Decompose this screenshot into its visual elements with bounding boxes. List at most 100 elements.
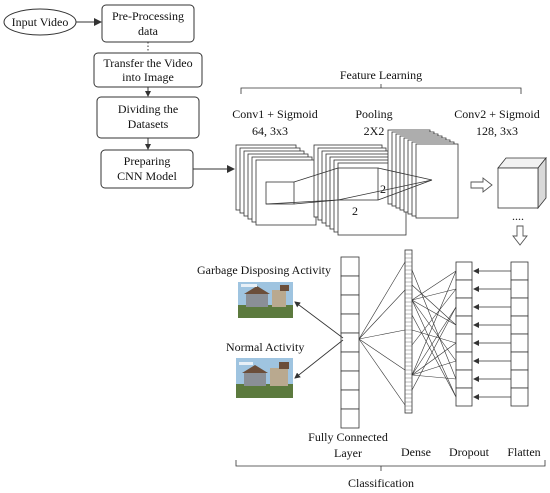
flatten-neuron [510, 351, 529, 371]
fc-neuron [340, 389, 360, 410]
conv1-feature-map [255, 159, 317, 226]
fc-to-normal-arrow [294, 339, 344, 379]
proj-line-3 [265, 199, 339, 205]
fc-neuron [340, 294, 360, 315]
step-label-dividing-1: Dividing the [118, 102, 178, 116]
step-label-preprocessing-1: Pre-Processing [112, 9, 184, 23]
dense-to-fc-line [358, 329, 406, 340]
pooling-feature-maps [313, 144, 407, 236]
block-arrow-right [470, 177, 493, 193]
conv2-feature-maps [387, 129, 459, 219]
dropout-to-dense-line [411, 288, 457, 346]
conv1-feature-maps [235, 144, 317, 226]
fc-label-2: Layer [334, 446, 362, 460]
proj-line-5 [377, 179, 433, 201]
flatten-neuron [510, 387, 529, 407]
dense-to-fc-line [358, 261, 406, 340]
dropout-to-dense-line [411, 299, 457, 362]
fc-label-1: Fully Connected [308, 430, 388, 444]
flatten-neuron [510, 297, 529, 317]
dropout-neuron [455, 279, 473, 299]
dropout-to-dense-line [411, 342, 457, 376]
classification-title: Classification [348, 476, 414, 490]
flatten-neuron [510, 261, 529, 281]
flatten-label: Flatten [507, 445, 540, 459]
dropout-neuron [455, 369, 473, 389]
garbage-activity-photo [238, 282, 293, 318]
dropout-to-dense-line [411, 284, 457, 326]
dropout-neuron [455, 387, 473, 407]
dropout-label: Dropout [449, 445, 490, 459]
dense-layer-column [404, 249, 413, 414]
flatten-neuron [510, 333, 529, 353]
flatten-neuron [510, 369, 529, 389]
fc-to-garbage-arrow [294, 301, 344, 339]
fc-neuron [340, 313, 360, 334]
dropout-neuron [455, 333, 473, 353]
fc-neuron [340, 351, 360, 372]
output-label-garbage: Garbage Disposing Activity [197, 263, 331, 277]
conv2-feature-map [415, 143, 459, 219]
step-label-transfer-2: into Image [122, 70, 174, 84]
flatten-neuron [510, 279, 529, 299]
dim-label-a: 2 [380, 182, 386, 196]
proj-line-1 [293, 167, 339, 183]
step-label-preparing-1: Preparing [124, 154, 171, 168]
dropout-neuron [455, 297, 473, 317]
conv2-label: Conv2 + Sigmoid [454, 107, 539, 121]
dropout-neuron [455, 261, 473, 281]
proj-line-6 [337, 179, 433, 201]
cube-ellipsis: .... [512, 209, 524, 223]
fc-neuron [340, 332, 360, 353]
dropout-neuron [455, 315, 473, 335]
feature-learning-title: Feature Learning [340, 68, 422, 82]
dropout-neuron [455, 351, 473, 371]
dropout-to-dense-line [411, 288, 457, 301]
proj-line-4 [377, 167, 433, 181]
output-cube [497, 156, 547, 210]
pooling-label: Pooling [355, 107, 392, 121]
input-video-label: Input Video [12, 15, 69, 29]
flatten-neuron [510, 315, 529, 335]
dim-label-b: 2 [352, 204, 358, 218]
feature-learning: Feature Learning Conv1 + Sigmoid 64, 3x3… [232, 68, 547, 246]
layer-connections [358, 261, 511, 406]
dense-to-fc-line [358, 289, 406, 340]
classification-brace [235, 460, 546, 467]
conv2-params: 128, 3x3 [476, 124, 518, 138]
pipeline: Input Video Pre-Processing data Transfer… [3, 4, 235, 189]
fc-neuron [340, 408, 360, 429]
dropout-to-dense-line [411, 270, 457, 301]
dense-label: Dense [401, 445, 431, 459]
block-arrow-down [512, 225, 528, 246]
normal-activity-photo [236, 358, 293, 398]
classification: Garbage Disposing Activity Normal Activi… [197, 249, 546, 490]
step-label-preprocessing-2: data [138, 24, 159, 38]
conv1-params: 64, 3x3 [252, 124, 288, 138]
step-label-preparing-2: CNN Model [117, 169, 177, 183]
output-label-normal: Normal Activity [226, 340, 304, 354]
dropout-to-dense-line [411, 360, 457, 376]
dense-to-fc-line [358, 338, 406, 406]
flatten-layer-column [510, 261, 529, 407]
dropout-to-dense-line [411, 270, 457, 376]
pooling-params: 2X2 [364, 124, 385, 138]
dense-bar [404, 249, 413, 414]
dense-to-fc-line [358, 338, 406, 371]
fc-neuron [340, 275, 360, 296]
step-label-transfer-1: Transfer the Video [103, 56, 192, 70]
conv1-label: Conv1 + Sigmoid [232, 107, 317, 121]
dropout-to-dense-line [411, 299, 457, 326]
dropout-to-dense-line [411, 329, 457, 344]
dropout-to-dense-line [411, 269, 457, 380]
step-label-dividing-2: Datasets [128, 117, 169, 131]
dropout-to-dense-line [411, 374, 457, 380]
dropout-to-dense-line [411, 314, 457, 398]
feature-learning-brace [240, 87, 522, 94]
pool-window [337, 167, 379, 201]
dropout-to-dense-line [411, 299, 457, 398]
fc-neuron [340, 370, 360, 391]
fc-neuron [340, 256, 360, 277]
